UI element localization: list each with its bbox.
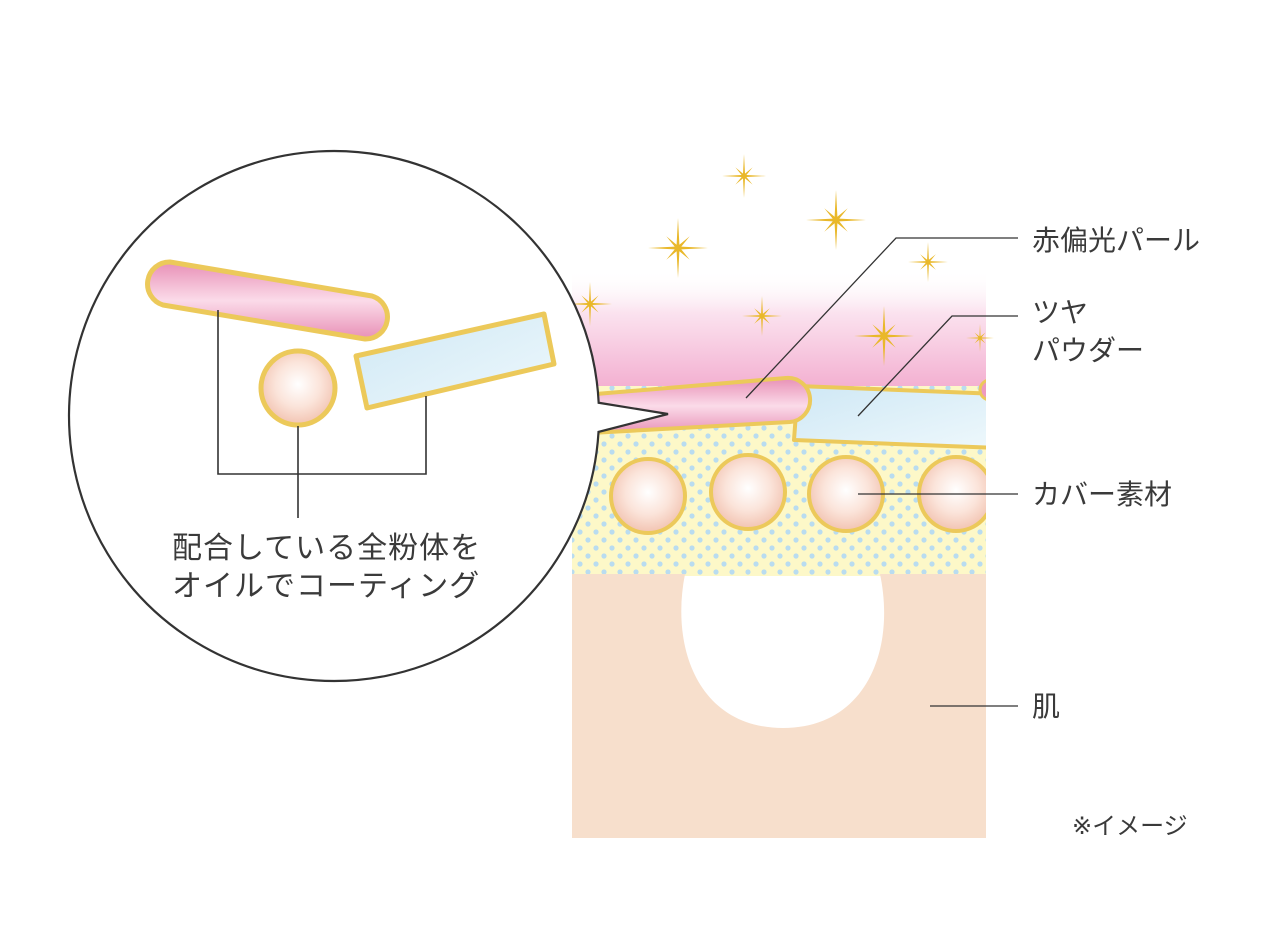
zoom-gloss-plate	[353, 311, 557, 411]
image-note: ※イメージ	[1072, 812, 1188, 840]
label-skin: 肌	[1032, 690, 1060, 723]
gloss-powder-plate	[792, 384, 986, 450]
pearl-fragment	[978, 379, 986, 401]
label-gloss-line1: ツヤ	[1032, 296, 1088, 329]
sparkle-star-icon	[568, 282, 612, 326]
sparkle-star-icon	[966, 324, 994, 352]
zoom-cover-particle	[258, 348, 338, 428]
sparkle-star-icon	[648, 218, 708, 278]
zoom-caption-line2: オイルでコーティング	[172, 569, 480, 604]
zoom-particles	[145, 259, 557, 428]
cover-particle	[709, 453, 787, 531]
label-pearl: 赤偏光パール	[1032, 224, 1200, 257]
leader-lines	[745, 237, 1018, 707]
skin-layer	[572, 574, 986, 838]
magnifier-callout: 配合している全粉体を オイルでコーティング	[67, 149, 669, 683]
sparkle-star-icon	[722, 154, 766, 198]
sparkle-star-icon	[806, 190, 866, 250]
sparkle-star-icon	[854, 306, 914, 366]
sparkle-stars	[568, 154, 994, 366]
label-cover: カバー素材	[1032, 478, 1172, 511]
zoom-caption-line1: 配合している全粉体を	[172, 531, 481, 566]
bracket-line	[217, 310, 427, 475]
leader-gloss	[857, 315, 1018, 417]
label-gloss-line2: パウダー	[1032, 334, 1144, 367]
zoom-pearl-rod	[145, 259, 390, 342]
glow-layer	[572, 270, 986, 390]
cover-particle	[609, 457, 687, 535]
sparkle-star-icon	[908, 242, 948, 282]
sparkle-star-icon	[742, 296, 782, 336]
leader-pearl	[745, 237, 1018, 399]
